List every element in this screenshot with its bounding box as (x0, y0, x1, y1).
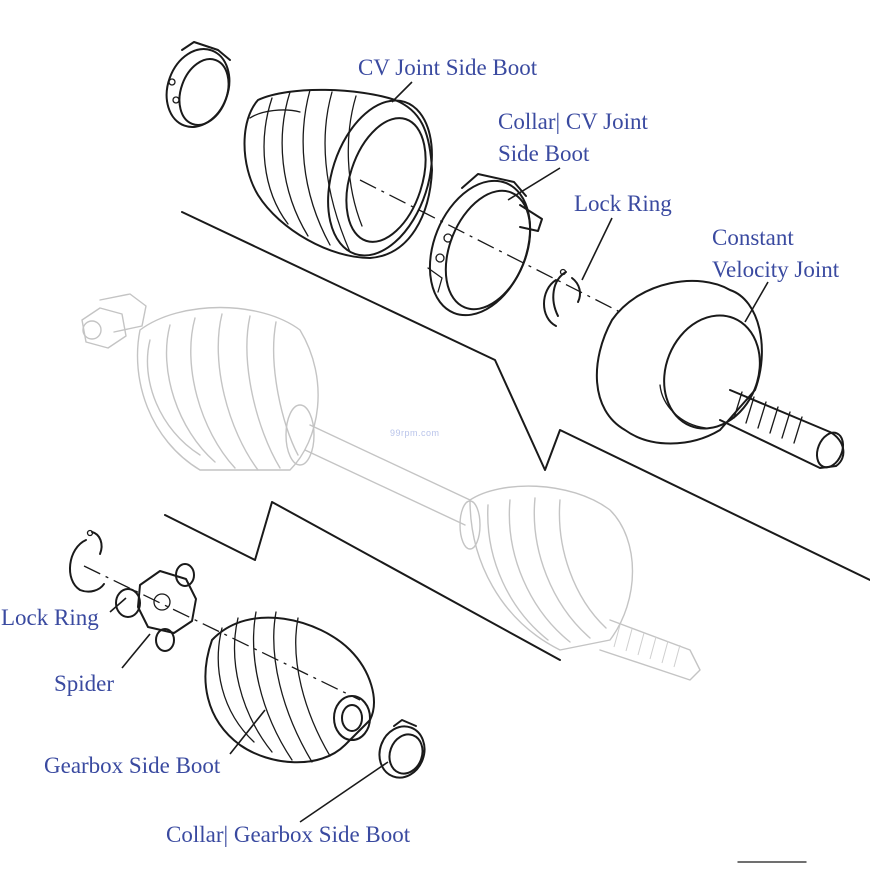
label-collar-cv-joint-line2: Side Boot (498, 141, 590, 166)
label-spider: Spider (54, 671, 115, 696)
spider-part (115, 563, 197, 652)
assembled-shaft-ghost (81, 293, 701, 681)
lock-ring-top-part (543, 268, 581, 327)
label-cvj-line1: Constant (712, 225, 794, 250)
leader-collar-cv (507, 167, 561, 201)
section-divider-lower (164, 501, 561, 661)
label-collar-cv-joint-line1: Collar| CV Joint (498, 109, 648, 134)
leader-collar-gearbox (299, 761, 389, 823)
leader-gearbox-side-boot (229, 709, 266, 755)
label-cvj-line2: Velocity Joint (712, 257, 840, 282)
label-gearbox-side-boot: Gearbox Side Boot (44, 753, 221, 778)
collar-cv-joint-part (427, 173, 543, 317)
label-collar-gearbox: Collar| Gearbox Side Boot (166, 822, 411, 847)
section-divider-upper (181, 211, 870, 581)
watermark-text: 99rpm.com (390, 428, 440, 438)
leader-lock-ring-left (109, 597, 127, 613)
leader-lines (109, 81, 769, 823)
lock-ring-left-part (68, 529, 105, 593)
label-lock-ring-top: Lock Ring (574, 191, 672, 216)
constant-velocity-joint-part (595, 279, 845, 469)
collar-small-top-left (165, 41, 231, 128)
label-cv-joint-side-boot: CV Joint Side Boot (358, 55, 538, 80)
leader-spider (121, 633, 151, 669)
assembly-axis-upper (359, 179, 621, 313)
leader-lock-ring-top (581, 217, 613, 281)
leader-constant-velocity-joint (744, 281, 769, 323)
cv-joint-side-boot-part (243, 88, 433, 259)
leader-cv-joint-side-boot (391, 81, 413, 103)
collar-gearbox-part (378, 719, 426, 779)
assembly-axis-lower (83, 565, 361, 701)
gearbox-side-boot-part (204, 611, 375, 764)
label-lock-ring-left: Lock Ring (1, 605, 99, 630)
